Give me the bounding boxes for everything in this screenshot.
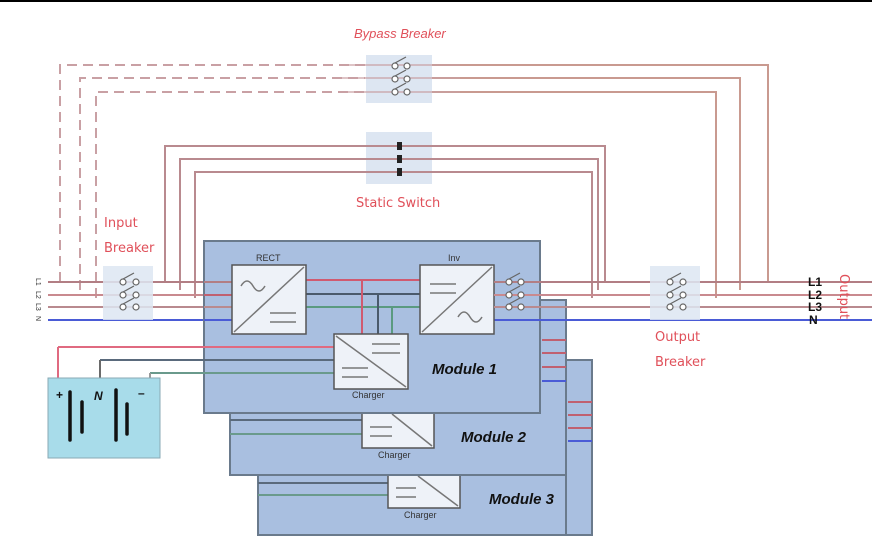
output-breaker-icon xyxy=(666,272,687,311)
battery-neutral-label: N xyxy=(94,389,103,403)
module-1-charger-label: Charger xyxy=(352,390,385,400)
module-3-charger-label: Charger xyxy=(404,510,437,520)
top-border xyxy=(0,0,872,2)
bypass-wires-out xyxy=(432,64,769,298)
output-phase-l2: L2 xyxy=(808,288,823,302)
module-2-charger-label: Charger xyxy=(378,450,411,460)
input-breaker-label-line1: Input xyxy=(104,216,138,231)
rectifier-label: RECT xyxy=(256,253,281,263)
input-phase-n: N xyxy=(34,316,41,322)
input-breaker-box xyxy=(103,266,153,320)
inverter-label: Inv xyxy=(448,253,461,263)
module-1-label: Module 1 xyxy=(432,361,498,378)
module-2-label: Module 2 xyxy=(461,429,527,446)
bypass-breaker-box xyxy=(366,55,432,103)
input-breaker-icon xyxy=(119,272,140,311)
output-phase-l3: L3 xyxy=(808,300,823,314)
output-phase-l1: L1 xyxy=(808,275,823,289)
output-phase-n: N xyxy=(809,313,818,327)
output-breaker-box xyxy=(650,266,700,320)
battery-box xyxy=(47,377,161,459)
battery-plus-label: + xyxy=(56,388,64,402)
static-switch-icon xyxy=(340,142,460,176)
output-breaker-label-line1: Output xyxy=(655,330,701,345)
bypass-breaker-icon xyxy=(340,56,460,96)
module-3-charger xyxy=(387,473,461,509)
input-phase-l1: L1 xyxy=(34,278,41,286)
bypass-wires xyxy=(59,64,365,298)
battery-minus-label: – xyxy=(138,386,145,400)
bypass-breaker-label: Bypass Breaker xyxy=(354,26,446,41)
inverter-breaker-icon xyxy=(505,272,525,311)
module-3-label: Module 3 xyxy=(489,491,555,508)
battery-cells-icon xyxy=(68,388,129,442)
output-breaker-label-line2: Breaker xyxy=(655,355,706,370)
static-switch-wires xyxy=(164,145,606,298)
input-phase-l3: L3 xyxy=(34,303,41,311)
input-phase-l2: L2 xyxy=(34,291,41,299)
static-switch-label: Static Switch xyxy=(356,196,441,211)
input-breaker-label-line2: Breaker xyxy=(104,241,155,256)
output-label: Output xyxy=(836,274,851,320)
